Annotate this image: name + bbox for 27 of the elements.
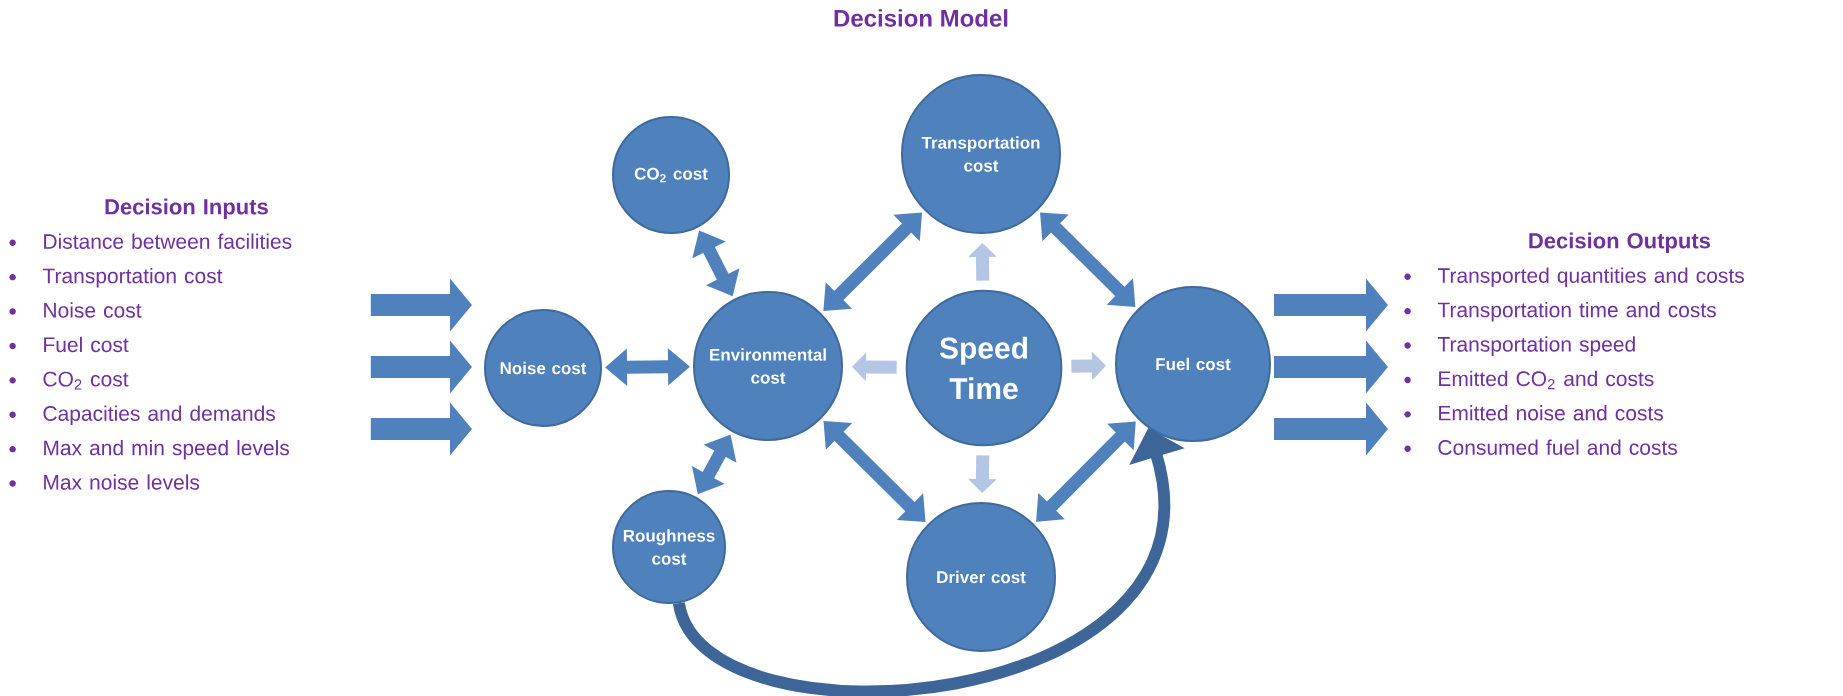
- list-item: Capacities and demands: [43, 405, 276, 426]
- list-item: Emitted CO$_{2}$ and costs: [1439, 370, 1654, 390]
- list-item: Noise cost: [44, 302, 142, 318]
- list-item: Transportation time and costs: [1437, 301, 1716, 322]
- list-item: Transportation cost: [42, 267, 223, 288]
- circle-node: Noise cost: [484, 309, 602, 427]
- circle-node: Driver cost: [906, 502, 1056, 652]
- circle-node: Transportation cost: [901, 74, 1061, 234]
- circle-node: Environmental cost: [693, 291, 843, 441]
- circle-node: Roughness cost: [612, 490, 726, 604]
- list-item: Max and min speed levels: [44, 439, 290, 460]
- list-item: CO$_{2}$ cost: [43, 371, 129, 390]
- list-item: Max noise levels: [44, 474, 200, 490]
- arrow: [1036, 421, 1136, 522]
- list-heading: Decision Outputs: [1529, 232, 1710, 253]
- list-item: Fuel cost: [44, 336, 129, 353]
- list-item: Distance between facilities: [44, 233, 292, 249]
- list-item: Emitted noise and costs: [1439, 405, 1663, 421]
- list-item: Transported quantities and costs: [1437, 267, 1744, 288]
- circle-node: Fuel cost: [1115, 286, 1271, 442]
- list-item: Consumed fuel and costs: [1438, 439, 1678, 455]
- title: Decision Model: [834, 9, 1008, 27]
- arrow: [1040, 212, 1136, 307]
- list-item: Transportation speed: [1437, 336, 1635, 356]
- circle-node: Speed Time: [905, 289, 1063, 447]
- circle-node: CO$_{2}$ cost: [612, 116, 730, 234]
- list-heading: Decision Inputs: [105, 198, 268, 219]
